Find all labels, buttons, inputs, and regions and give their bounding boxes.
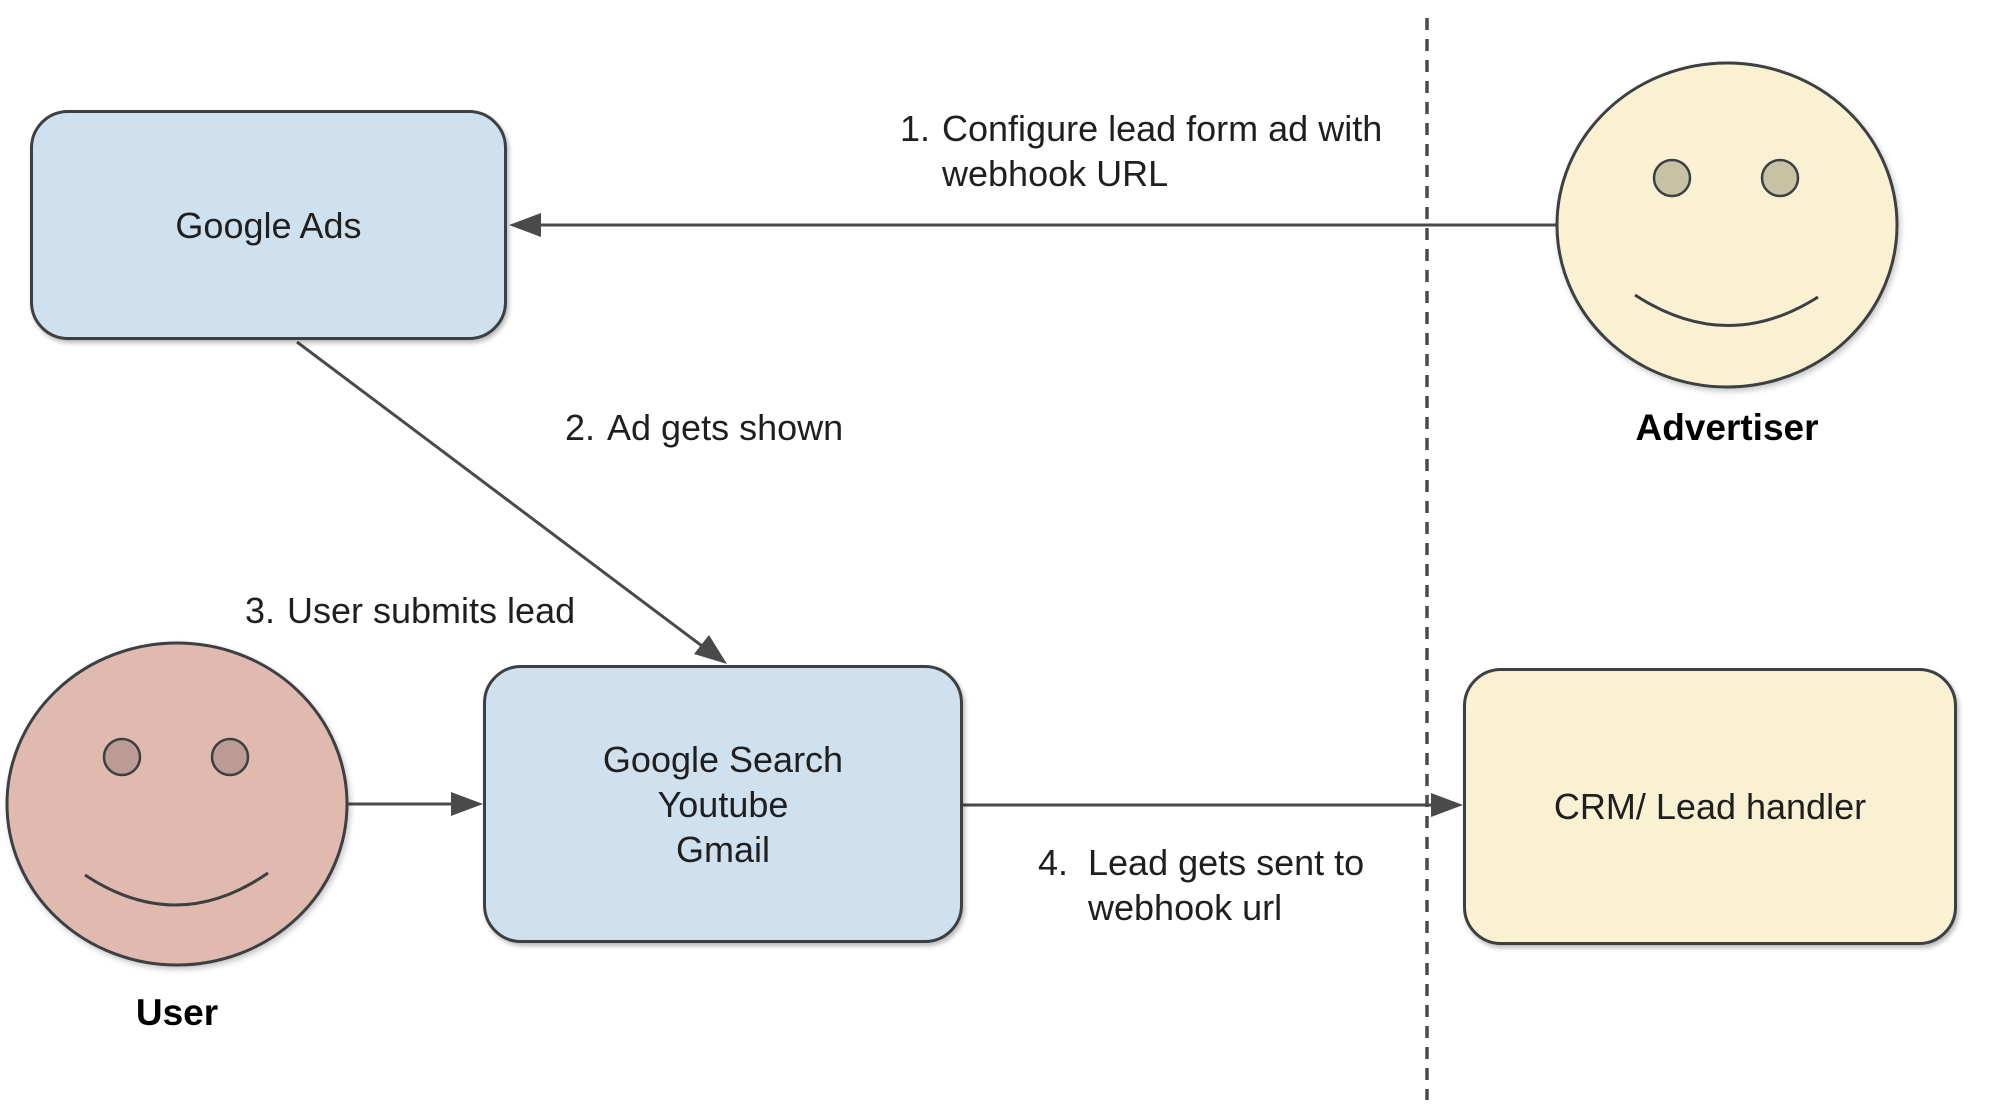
google-surfaces-line-search: Google Search [602, 738, 844, 780]
step-3-number: 3. [245, 590, 276, 631]
google-surfaces-line-gmail: Gmail [675, 828, 770, 870]
step-1-text: Configure lead form ad with webhook URL [942, 108, 1383, 194]
step-4-label: 4. Lead gets sent to webhook url [1038, 840, 1398, 930]
google-surfaces-node: Google Search Youtube Gmail [483, 665, 963, 943]
step-2-label: 2. Ad gets shown [565, 405, 843, 450]
user-eye-left-icon [102, 737, 142, 777]
step-2-text: Ad gets shown [607, 407, 844, 448]
arrow-ad-gets-shown [296, 340, 703, 648]
user-head [5, 641, 349, 967]
step-1-label: 1. Configure lead form ad with webhook U… [900, 106, 1442, 196]
advertiser-face-icon [1555, 61, 1899, 389]
step-4-number: 4. [1038, 842, 1069, 883]
advertiser-label: Advertiser [1635, 407, 1819, 448]
advertiser-eye-right-icon [1760, 158, 1800, 198]
advertiser-eye-left-icon [1652, 158, 1692, 198]
user-face-icon [5, 641, 349, 967]
google-ads-node-label: Google Ads [175, 204, 362, 246]
step-2-number: 2. [565, 407, 596, 448]
arrow-ad-gets-shown-head [694, 635, 727, 664]
step-4-text: Lead gets sent to webhook url [1088, 842, 1365, 928]
step-1-number: 1. [900, 108, 931, 149]
google-ads-node: Google Ads [30, 110, 507, 340]
crm-node-label: CRM/ Lead handler [1553, 786, 1867, 827]
advertiser-head [1555, 61, 1899, 389]
step-3-label: 3. User submits lead [245, 588, 575, 633]
user-label: User [135, 992, 219, 1033]
advertiser-smile-icon [1634, 293, 1819, 327]
arrow-user-submits-lead-head [451, 792, 483, 816]
step-3-text: User submits lead [287, 590, 576, 631]
user-eye-right-icon [210, 737, 250, 777]
arrow-configure-lead-form-head [509, 213, 541, 237]
user-smile-icon [84, 871, 269, 907]
arrow-lead-sent-webhook-head [1431, 793, 1463, 817]
crm-lead-handler-node: CRM/ Lead handler [1463, 668, 1957, 945]
google-surfaces-line-youtube: Youtube [657, 783, 789, 825]
